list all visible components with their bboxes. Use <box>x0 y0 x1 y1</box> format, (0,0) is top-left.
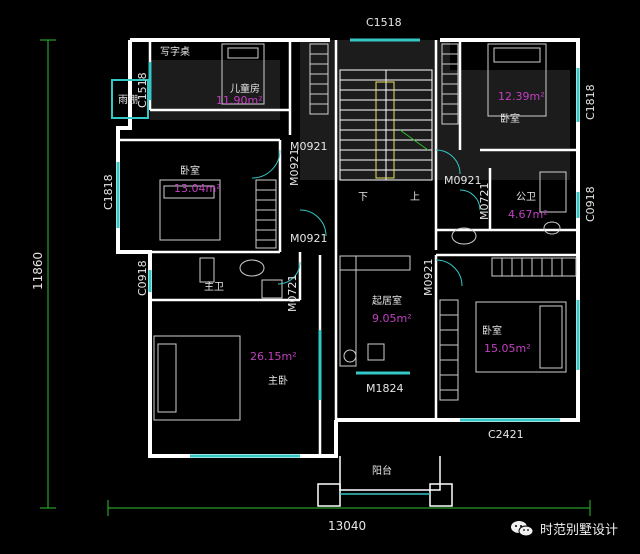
watermark-text: 时范别墅设计 <box>539 523 618 538</box>
room-label-public-bath: 公卫 <box>516 192 536 203</box>
room-label-bedroom-w: 卧室 <box>180 164 200 177</box>
code-c1818-right: C1818 <box>584 84 597 120</box>
area-label-public-bath: 4.67m² <box>508 208 548 221</box>
code-m0721-b: M0721 <box>286 275 299 313</box>
room-label-balcony: 阳台 <box>372 464 392 477</box>
code-m0721-a: M0721 <box>478 183 491 221</box>
stair-label-up: 上 <box>410 191 420 203</box>
code-m1824: M1824 <box>366 382 404 395</box>
room-label-bedroom-se: 卧室 <box>482 324 502 337</box>
area-label-child: 11.90m² <box>216 94 263 107</box>
bath-fixtures <box>199 171 567 299</box>
dimension-width: 13040 <box>328 519 366 533</box>
dimension-lines <box>40 39 591 516</box>
code-m0921-a: M0921 <box>290 140 328 153</box>
code-c1518-top: C1518 <box>366 16 402 29</box>
room-label-rain-shelter: 雨棚 <box>118 93 138 106</box>
area-label-master: 26.15m² <box>250 350 297 363</box>
windows <box>116 38 580 458</box>
lounge-furniture <box>339 255 411 367</box>
area-label-bedroom-w: 13.04m² <box>174 182 221 195</box>
code-m0921-b: M0921 <box>288 149 301 187</box>
room-label-bedroom-ne: 卧室 <box>500 112 520 125</box>
area-label-bedroom-se: 15.05m² <box>484 342 531 355</box>
balcony-structure <box>317 456 453 507</box>
wardrobes <box>255 43 577 401</box>
watermark: 时范别墅设计 <box>510 519 618 538</box>
stair-label-down: 下 <box>358 192 368 203</box>
code-m0921-e: M0921 <box>422 259 435 297</box>
wechat-icon <box>510 520 534 536</box>
code-c0918-left: C0918 <box>136 260 149 296</box>
door-swings <box>251 149 481 287</box>
beds <box>153 43 567 421</box>
room-label-study-desk: 写字桌 <box>160 45 190 58</box>
staircase <box>339 69 433 181</box>
dimension-height: 11860 <box>31 252 45 290</box>
room-label-master-bedroom: 主卧 <box>268 374 288 387</box>
code-c2421: C2421 <box>488 428 524 441</box>
room-label-child-room: 儿童房 <box>230 82 260 95</box>
code-m0921-c: M0921 <box>444 174 482 187</box>
code-c0918-right: C0918 <box>584 186 597 222</box>
rain-shelter <box>111 79 149 119</box>
room-label-master-bath: 主卫 <box>204 281 224 293</box>
area-label-lounge: 9.05m² <box>372 312 412 325</box>
code-c1518-left: C1518 <box>136 72 149 108</box>
code-c1818-left: C1818 <box>102 174 115 210</box>
room-label-lounge: 起居室 <box>372 294 402 307</box>
area-label-bedroom-ne: 12.39m² <box>498 90 545 103</box>
code-m0921-d: M0921 <box>290 232 328 245</box>
